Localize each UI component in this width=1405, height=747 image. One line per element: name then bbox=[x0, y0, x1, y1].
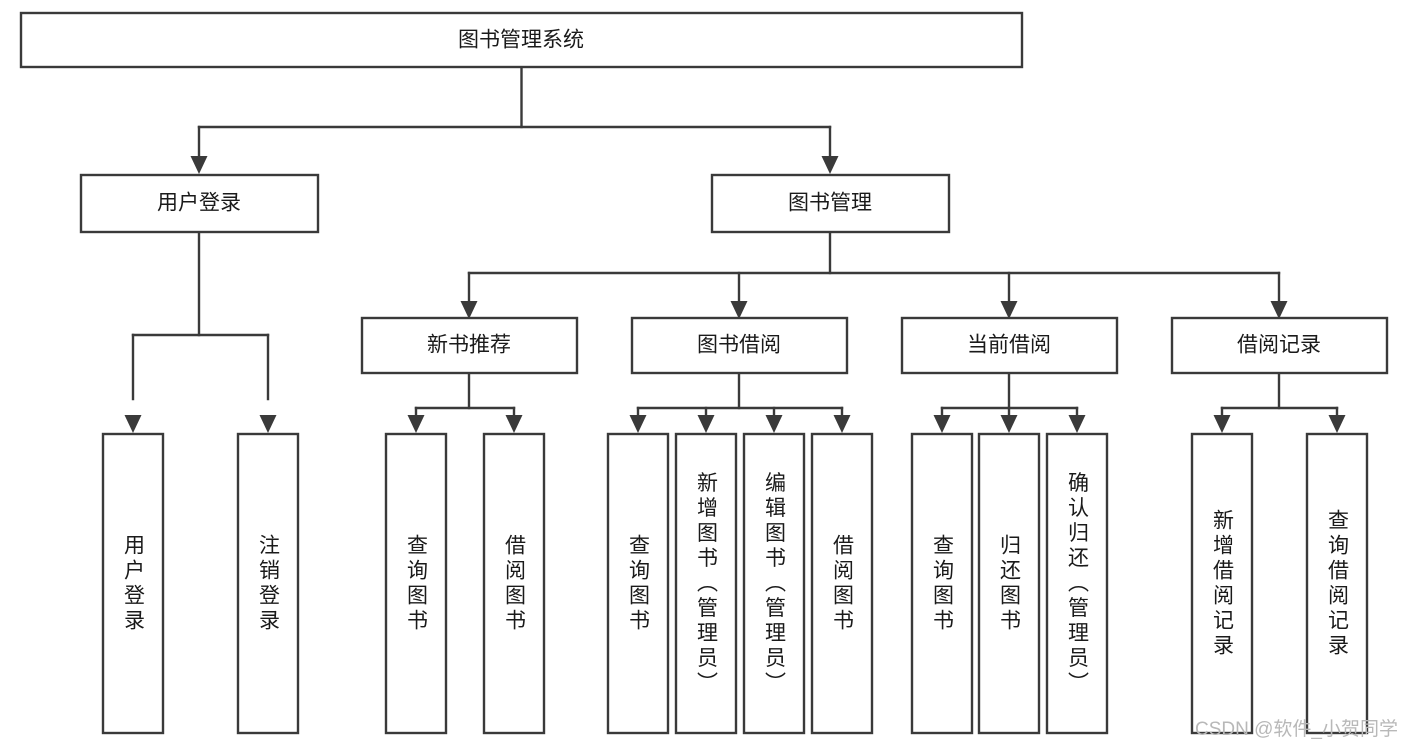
leaf-borrowrecord-query-record-box bbox=[1305, 432, 1369, 735]
leaf-currentborrow-query-book-label: 查询图书 bbox=[931, 534, 955, 634]
node-borrow-record-box bbox=[1170, 316, 1389, 375]
leaf-bookborrow-add-book-admin[interactable]: 新增图书（管理员） bbox=[674, 432, 738, 735]
leaf-newbook-query-book-label: 查询图书 bbox=[405, 534, 429, 634]
node-new-book-recommend-label: 新书推荐 bbox=[427, 334, 511, 357]
node-current-borrow-label: 当前借阅 bbox=[967, 334, 1051, 357]
node-current-borrow-box bbox=[900, 316, 1119, 375]
arrow-to-bookborrow-leaf-2 bbox=[697, 415, 715, 433]
arrow-to-currentborrow-leaf-3 bbox=[1068, 415, 1086, 433]
arrow-to-logout-leaf bbox=[259, 415, 277, 433]
leaf-newbook-query-book-box bbox=[384, 432, 448, 735]
leaf-newbook-borrow-book-label: 借阅图书 bbox=[503, 534, 527, 634]
arrow-to-borrowrecord-leaf-2 bbox=[1328, 415, 1346, 433]
leaf-currentborrow-return-book[interactable]: 归还图书 bbox=[977, 432, 1041, 735]
arrow-to-bookborrow-leaf-4 bbox=[833, 415, 851, 433]
arrow-to-borrow-record bbox=[1270, 301, 1288, 319]
leaf-currentborrow-return-book-label: 归还图书 bbox=[998, 534, 1022, 634]
leaf-bookborrow-add-book-admin-label: 新增图书（管理员） bbox=[695, 472, 719, 697]
node-new-book-recommend-box bbox=[360, 316, 579, 375]
leaf-currentborrow-query-book-box bbox=[910, 432, 974, 735]
node-new-book-recommend[interactable]: 新书推荐 bbox=[360, 316, 579, 375]
node-book-borrow-label: 图书借阅 bbox=[697, 334, 781, 357]
node-user-login[interactable]: 用户登录 bbox=[79, 173, 320, 234]
leaf-borrowrecord-query-record-label: 查询借阅记录 bbox=[1326, 509, 1350, 659]
leaf-bookborrow-add-book-admin-box bbox=[674, 432, 738, 735]
leaf-currentborrow-confirm-return-admin[interactable]: 确认归还（管理员） bbox=[1045, 432, 1109, 735]
node-book-borrow-box bbox=[630, 316, 849, 375]
leaf-newbook-query-book[interactable]: 查询图书 bbox=[384, 432, 448, 735]
arrow-to-user-login bbox=[190, 156, 208, 174]
leaf-user-login-box bbox=[101, 432, 165, 735]
leaf-bookborrow-borrow-book-label: 借阅图书 bbox=[831, 534, 855, 634]
arrow-to-current-borrow bbox=[1000, 301, 1018, 319]
leaf-logout-label: 注销登录 bbox=[257, 534, 281, 634]
arrow-to-newbook-leaf-1 bbox=[407, 415, 425, 433]
node-user-login-box bbox=[79, 173, 320, 234]
leaf-bookborrow-query-book-label: 查询图书 bbox=[627, 534, 651, 634]
arrow-to-currentborrow-leaf-1 bbox=[933, 415, 951, 433]
leaf-borrowrecord-add-record-box bbox=[1190, 432, 1254, 735]
leaf-user-login-label: 用户登录 bbox=[122, 534, 146, 634]
leaf-bookborrow-query-book[interactable]: 查询图书 bbox=[606, 432, 670, 735]
leaf-logout-box bbox=[236, 432, 300, 735]
node-root-box bbox=[19, 11, 1024, 69]
node-borrow-record-label: 借阅记录 bbox=[1237, 334, 1321, 357]
arrow-to-book-management bbox=[821, 156, 839, 174]
leaf-currentborrow-confirm-return-admin-label: 确认归还（管理员） bbox=[1066, 472, 1090, 697]
leaf-bookborrow-edit-book-admin-box bbox=[742, 432, 806, 735]
node-book-management-box bbox=[710, 173, 951, 234]
leaf-bookborrow-edit-book-admin-label: 编辑图书（管理员） bbox=[763, 472, 787, 697]
arrow-to-bookborrow-leaf-1 bbox=[629, 415, 647, 433]
leaf-newbook-borrow-book[interactable]: 借阅图书 bbox=[482, 432, 546, 735]
node-root-book-management-system[interactable]: 图书管理系统 bbox=[19, 11, 1024, 69]
leaf-currentborrow-confirm-return-admin-box bbox=[1045, 432, 1109, 735]
arrow-to-bookborrow-leaf-3 bbox=[765, 415, 783, 433]
node-user-login-label: 用户登录 bbox=[157, 192, 241, 215]
node-current-borrow[interactable]: 当前借阅 bbox=[900, 316, 1119, 375]
node-book-borrow[interactable]: 图书借阅 bbox=[630, 316, 849, 375]
leaf-logout[interactable]: 注销登录 bbox=[236, 432, 300, 735]
leaf-user-login[interactable]: 用户登录 bbox=[101, 432, 165, 735]
leaf-borrowrecord-query-record[interactable]: 查询借阅记录 bbox=[1305, 432, 1369, 735]
arrow-to-borrowrecord-leaf-1 bbox=[1213, 415, 1231, 433]
node-book-management-label: 图书管理 bbox=[788, 192, 872, 215]
leaf-bookborrow-query-book-box bbox=[606, 432, 670, 735]
arrow-to-user-login-leaf bbox=[124, 415, 142, 433]
leaf-borrowrecord-add-record[interactable]: 新增借阅记录 bbox=[1190, 432, 1254, 735]
arrow-to-newbook-leaf-2 bbox=[505, 415, 523, 433]
node-root-label: 图书管理系统 bbox=[458, 29, 584, 52]
leaf-bookborrow-edit-book-admin[interactable]: 编辑图书（管理员） bbox=[742, 432, 806, 735]
leaf-bookborrow-borrow-book-box bbox=[810, 432, 874, 735]
leaf-bookborrow-borrow-book[interactable]: 借阅图书 bbox=[810, 432, 874, 735]
leaf-newbook-borrow-book-box bbox=[482, 432, 546, 735]
node-borrow-record[interactable]: 借阅记录 bbox=[1170, 316, 1389, 375]
leaf-borrowrecord-add-record-label: 新增借阅记录 bbox=[1211, 509, 1235, 659]
leaf-currentborrow-return-book-box bbox=[977, 432, 1041, 735]
arrow-to-new-book-recommend bbox=[460, 301, 478, 319]
arrow-to-book-borrow bbox=[730, 301, 748, 319]
watermark-label: CSDN @软件_小贺同学 bbox=[1195, 718, 1398, 740]
connector-layer bbox=[124, 65, 1346, 433]
arrow-to-currentborrow-leaf-2 bbox=[1000, 415, 1018, 433]
leaf-currentborrow-query-book[interactable]: 查询图书 bbox=[910, 432, 974, 735]
node-book-management[interactable]: 图书管理 bbox=[710, 173, 951, 234]
